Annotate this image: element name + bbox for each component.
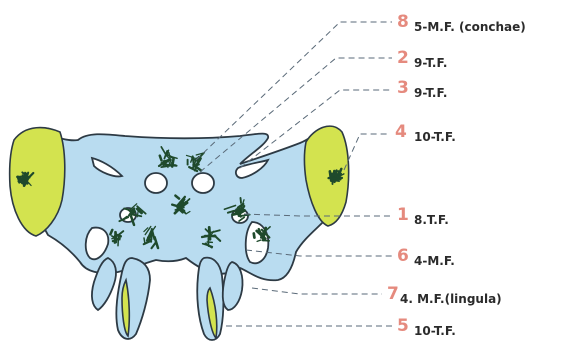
label-8-text: 5-M.F. (conchae) [414,20,526,34]
bone-illustration [10,126,349,340]
label-1-number: 1 [397,205,409,225]
label-2-text: 9-T.F. [414,56,447,70]
label-list: 8 5-M.F. (conchae) 2 9-T.F. 3 9-T.F. 4 1… [387,12,526,338]
ossification-mark [241,198,242,203]
label-5-number: 5 [397,316,409,336]
label-1-text: 8.T.F. [414,213,449,227]
label-6-text: 4-M.F. [414,254,455,268]
label-7-number: 7 [387,284,399,304]
label-5-text: 10-T.F. [414,324,456,338]
ossification-mark [167,165,176,166]
ossification-mark [160,156,162,161]
left-optic-foramen [145,173,167,193]
leader-4 [344,134,390,170]
ossification-mark [254,234,255,238]
ossification-mark [144,238,145,244]
label-6-number: 6 [397,246,409,266]
label-8-number: 8 [397,12,409,32]
ossification-mark [110,230,112,234]
label-3-number: 3 [397,78,409,98]
label-4-text: 10-T.F. [414,130,456,144]
label-3-text: 9-T.F. [414,86,447,100]
label-2-number: 2 [397,48,409,68]
right-optic-foramen [192,173,214,193]
label-7-text: 4. M.F.(lingula) [400,292,502,306]
label-4-number: 4 [395,122,407,142]
leader-7 [252,288,382,294]
